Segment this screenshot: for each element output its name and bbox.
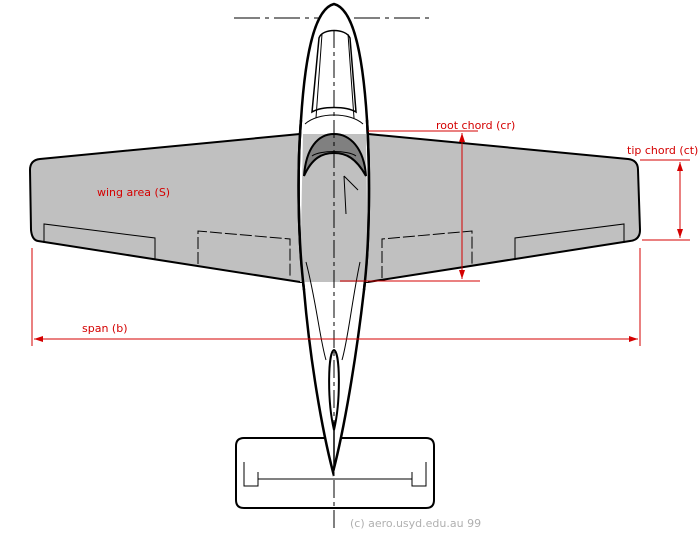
span-arrow-left [34,336,43,342]
copyright-credit: (c) aero.usyd.edu.au 99 [350,517,481,530]
root-chord-label: root chord (cr) [436,119,515,132]
tip-chord-label: tip chord (ct) [627,144,698,157]
wing-centre-section [300,134,368,282]
fuselage [297,2,371,477]
dimensions [31,130,690,346]
left-aileron [43,223,156,260]
root-chord-arrow-bottom [459,270,465,279]
tip-chord-arrow-bottom [677,229,683,238]
horizontal-tail [235,437,435,509]
left-flap [197,230,291,278]
canopy [303,132,367,177]
span-label: span (b) [82,322,128,335]
tip-chord-arrow-top [677,162,683,171]
cockpit-detail [343,175,359,215]
wing-area-label: wing area (S) [97,186,170,199]
root-chord-arrow-top [459,133,465,142]
span-arrow-right [629,336,638,342]
right-aileron [514,223,625,260]
right-flap [381,230,473,278]
